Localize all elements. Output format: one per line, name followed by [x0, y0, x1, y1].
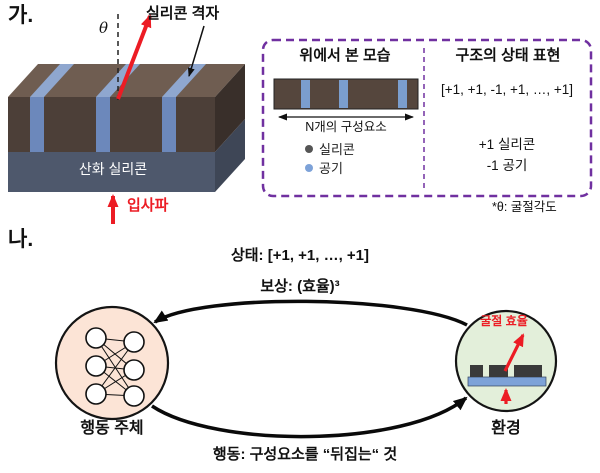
refracted-beam-arrow	[116, 14, 152, 100]
state-vector: [+1, +1, -1, +1, …, +1]	[440, 82, 574, 97]
oxide-label: 산화 실리콘	[78, 161, 148, 177]
action-loop-arrow	[151, 396, 468, 439]
mapping-silicon: +1 실리콘	[478, 137, 536, 152]
legend-air: 공기	[305, 158, 343, 177]
incident-wave-label: 입사파	[127, 197, 169, 214]
state-text: 상태: [+1, +1, …, +1]	[230, 247, 370, 264]
legend-air-label: 공기	[319, 161, 343, 176]
environment-grating-icon	[467, 333, 547, 404]
theta-footnote: *θ: 굴절각도	[492, 200, 557, 214]
grating-pointer-arrow	[187, 25, 205, 77]
grating-top-view-image	[273, 78, 419, 110]
legend-silicon: 실리콘	[305, 139, 355, 158]
state-reward-loop-arrow	[153, 299, 468, 327]
air-bullet-icon	[305, 163, 313, 172]
info-panel-border	[261, 38, 593, 198]
section-a-label: 가.	[8, 4, 34, 27]
mapping-air: -1 공기	[486, 158, 528, 173]
grating-label: 실리콘 격자	[146, 5, 220, 22]
state-title: 구조의 상태 표현	[455, 47, 561, 64]
silicon-bullet-icon	[305, 144, 313, 153]
legend-silicon-label: 실리콘	[319, 142, 355, 157]
n-components-label: N개의 구성요소	[305, 120, 387, 134]
top-view-title: 위에서 본 모습	[299, 47, 391, 64]
env-label: 환경	[491, 420, 521, 437]
theta-symbol: θ	[99, 19, 109, 37]
oxide-base-3d	[8, 119, 245, 192]
action-text: 행동: 구성요소를 “뒤집는“ 것	[212, 446, 398, 463]
env-diffracted-arrow	[503, 333, 525, 372]
reward-text: 보상: (효율)³	[260, 278, 340, 295]
agent-label: 행동 주체	[80, 420, 144, 437]
neural-network-icon	[85, 327, 145, 407]
silicon-grating-3d	[8, 64, 245, 152]
section-b-label: 나.	[8, 228, 34, 251]
env-metric-label: 굴절 효율	[480, 314, 528, 328]
